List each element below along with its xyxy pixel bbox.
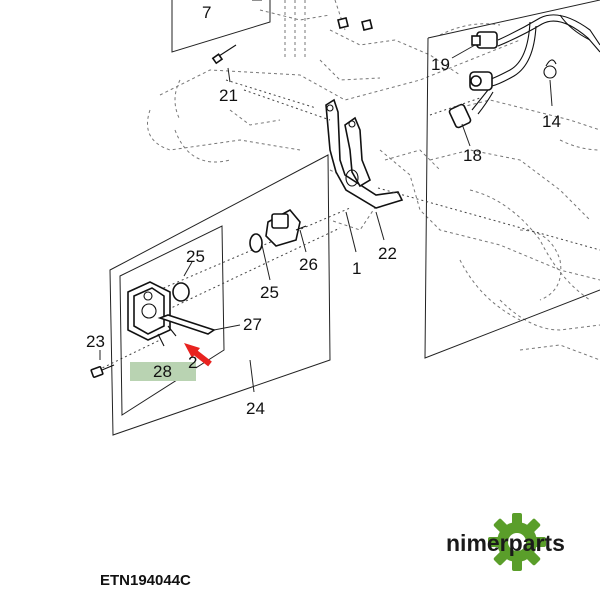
callout-14: 14	[542, 112, 561, 131]
callout-28: 28	[153, 362, 172, 381]
callout-2: 2	[188, 353, 197, 372]
callout-21: 21	[219, 86, 238, 105]
sensor-assembly-27	[127, 281, 216, 347]
callout-1: 1	[352, 259, 361, 278]
callout-7: 7	[202, 3, 211, 22]
bolt-21	[211, 44, 237, 65]
screw-23	[90, 364, 115, 378]
frame-24	[109, 154, 331, 436]
callout-24: 24	[246, 399, 265, 418]
o-ring-25-upper	[249, 233, 263, 253]
callout-23: 23	[86, 332, 105, 351]
background-chassis-outline	[147, 0, 600, 361]
connector-19	[471, 31, 498, 49]
brand-name: nimerparts	[446, 530, 565, 556]
clip-14	[543, 59, 557, 79]
nuts-top	[337, 17, 373, 31]
leader-lines	[99, 44, 553, 393]
brand-gear-icon	[488, 513, 546, 571]
callout-19: 19	[431, 55, 450, 74]
frame-harness	[424, 0, 600, 359]
bracket-22	[325, 98, 404, 209]
alignment-lines	[97, 79, 600, 371]
callout-25-upper: 25	[186, 247, 205, 266]
frame-7	[171, 0, 271, 53]
sensor-harness-plug	[469, 71, 493, 91]
reference-code: ETN194044C	[100, 572, 191, 589]
wiring-harness	[471, 14, 600, 115]
connector-18	[448, 103, 472, 129]
highlight-box-28	[130, 362, 196, 381]
frame-kit-inner	[119, 225, 225, 416]
indicator-arrow	[184, 343, 212, 367]
o-ring-25-lower	[172, 282, 190, 302]
callout-18: 18	[463, 146, 482, 165]
callout-22: 22	[378, 244, 397, 263]
callout-26: 26	[299, 255, 318, 274]
callout-25-lower: 25	[260, 283, 279, 302]
switch-26	[265, 208, 307, 247]
callout-27: 27	[243, 315, 262, 334]
